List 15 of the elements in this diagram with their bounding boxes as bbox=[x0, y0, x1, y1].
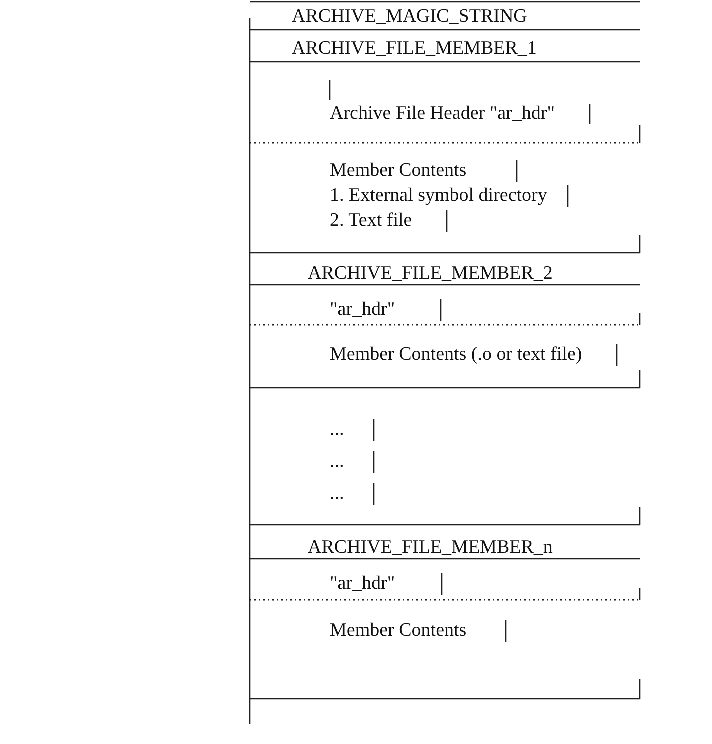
section-heading: ARCHIVE_FILE_MEMBER_1 bbox=[292, 38, 537, 60]
field-label: "ar_hdr" bbox=[330, 299, 396, 321]
field-label: "ar_hdr" bbox=[330, 573, 396, 595]
field-label: Archive File Header "ar_hdr" bbox=[330, 103, 555, 125]
section-heading: ARCHIVE_FILE_MEMBER_2 bbox=[308, 263, 553, 285]
list-item: 1. External symbol directory bbox=[330, 185, 548, 207]
section-heading: ARCHIVE_MAGIC_STRING bbox=[292, 6, 528, 28]
list-item: 2. Text file bbox=[330, 210, 412, 232]
section-heading: ARCHIVE_FILE_MEMBER_n bbox=[308, 537, 553, 559]
field-label: Member Contents (.o or text file) bbox=[330, 344, 582, 366]
field-label: Member Contents bbox=[330, 160, 467, 182]
field-label: Member Contents bbox=[330, 620, 467, 642]
ellipsis-text: ... bbox=[330, 419, 344, 441]
ellipsis-text: ... bbox=[330, 451, 344, 473]
ellipsis-text: ... bbox=[330, 483, 344, 505]
